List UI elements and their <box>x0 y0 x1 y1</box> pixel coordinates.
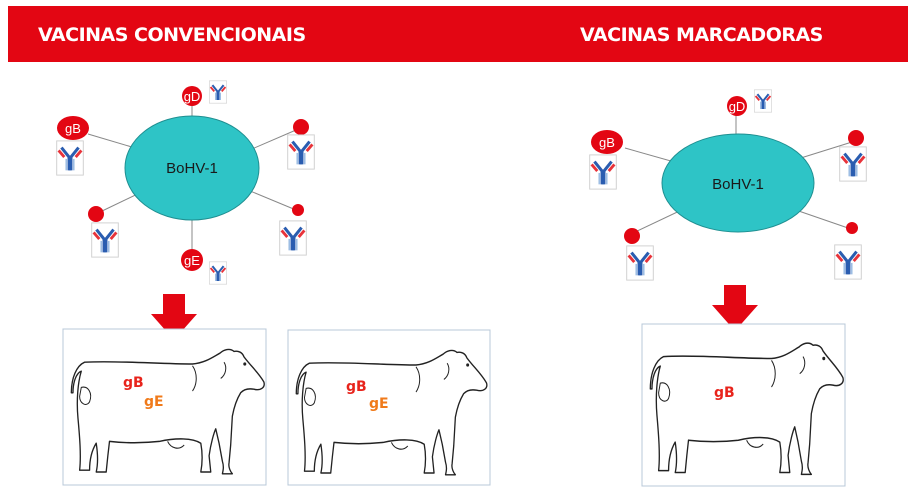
antibody-icon <box>835 245 862 279</box>
glycoprotein-dot <box>88 206 104 222</box>
cow-panel-marker: gB <box>642 324 845 486</box>
gb-label: gB <box>599 135 615 150</box>
glycoprotein-dot <box>292 204 304 216</box>
ge-label: gE <box>184 253 200 268</box>
antibody-icon <box>57 141 84 175</box>
virus-label: BoHV-1 <box>166 160 218 177</box>
cow-panel-conventional-2: gB gE <box>288 330 490 485</box>
cow-marker-gb: gB <box>123 375 144 391</box>
cow-marker-gb: gB <box>714 385 735 401</box>
conventional-diagram: BoHV-1 gD gB gE <box>57 81 315 340</box>
antibody-icon <box>840 147 867 181</box>
antibody-icon <box>590 155 617 189</box>
antibody-icon <box>627 246 654 280</box>
glycoprotein-dot <box>624 228 640 244</box>
virus-label: BoHV-1 <box>712 176 764 193</box>
antibody-icon <box>754 90 771 112</box>
glycoprotein-dot <box>293 119 309 135</box>
glycoprotein-dot <box>846 222 858 234</box>
gd-label: gD <box>184 89 201 104</box>
antibody-icon <box>209 262 226 284</box>
cow-panel-conventional-1: gB gE <box>63 329 266 485</box>
antibody-icon <box>280 221 307 255</box>
cow-marker-ge: gE <box>144 394 164 410</box>
antibody-icon <box>288 135 315 169</box>
gb-label: gB <box>65 121 81 136</box>
marker-diagram: BoHV-1 gD gB <box>590 90 867 331</box>
gd-label: gD <box>729 99 746 114</box>
antibody-icon <box>92 223 119 257</box>
glycoprotein-dot <box>848 130 864 146</box>
antibody-icon <box>209 81 226 103</box>
cow-marker-gb: gB <box>346 379 367 395</box>
cow-marker-ge: gE <box>369 396 389 412</box>
